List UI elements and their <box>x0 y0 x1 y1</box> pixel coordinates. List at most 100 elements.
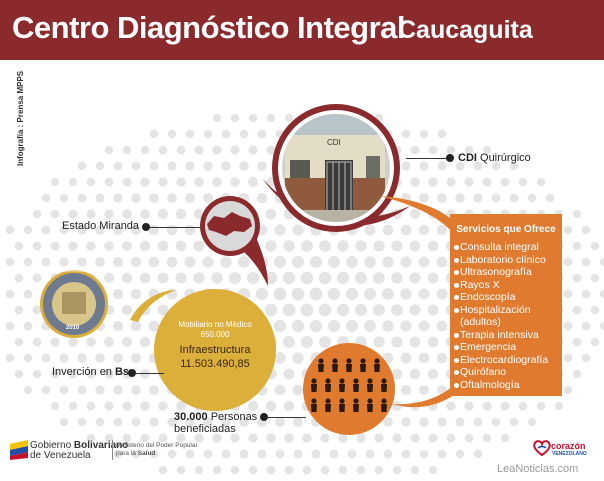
background-dot <box>410 145 420 155</box>
background-dot <box>282 271 296 285</box>
background-dot <box>419 193 429 203</box>
ministry-line2a: para la <box>116 450 138 457</box>
background-dot <box>300 271 314 285</box>
background-dot <box>319 240 331 252</box>
background-dot <box>264 303 278 317</box>
background-dot <box>77 225 87 235</box>
background-dot <box>274 224 286 236</box>
seal-ring-text: REPÚBLICA BOLIVARIANA DE VENEZUELA <box>30 268 122 273</box>
background-dot <box>50 241 60 251</box>
background-dot <box>176 145 186 155</box>
background-dot <box>427 272 439 284</box>
investment-caption: Inverción en Bs <box>52 366 129 378</box>
list-item-continuation: (adultos) <box>460 316 501 328</box>
gold-arc <box>130 290 176 322</box>
background-dot <box>491 417 501 427</box>
background-dot <box>301 336 313 348</box>
background-dot <box>167 129 177 139</box>
background-dot <box>185 193 195 203</box>
background-dot <box>175 240 187 252</box>
background-dot <box>446 177 456 187</box>
background-dot <box>265 208 277 220</box>
background-dot <box>131 417 141 427</box>
background-dot <box>255 287 269 301</box>
background-dot <box>309 319 323 333</box>
infrastructure-label: Infraestructura <box>179 344 251 356</box>
background-dot <box>139 272 151 284</box>
background-dot <box>50 401 60 411</box>
background-dot <box>257 161 267 171</box>
background-dot <box>77 353 87 363</box>
background-dot <box>446 145 456 155</box>
background-dot <box>419 449 429 459</box>
background-dot <box>77 161 87 171</box>
background-dot <box>221 129 231 139</box>
background-dot <box>248 177 258 187</box>
background-dot <box>427 368 439 380</box>
background-dot <box>86 401 96 411</box>
background-dot <box>122 209 132 219</box>
background-dot <box>374 465 384 475</box>
background-dot <box>356 465 366 475</box>
background-dot <box>230 113 240 123</box>
background-dot <box>527 193 537 203</box>
background-dot <box>23 385 33 395</box>
background-dot <box>248 465 258 475</box>
background-dot <box>221 417 231 427</box>
background-dot <box>104 241 114 251</box>
background-dot <box>427 304 439 316</box>
background-dot <box>104 145 114 155</box>
background-dot <box>203 161 213 171</box>
background-dot <box>291 287 305 301</box>
ministry-line1: Ministerio del Poder Popular <box>116 442 198 449</box>
background-dot <box>292 352 304 364</box>
background-dot <box>32 209 42 219</box>
beneficiaries-count: 30.000 <box>174 411 208 423</box>
background-dot <box>23 353 33 363</box>
background-dot <box>400 320 412 332</box>
background-dot <box>455 449 465 459</box>
person-icon <box>339 378 345 392</box>
background-dot <box>346 256 358 268</box>
background-dot <box>50 337 60 347</box>
furniture-label: Mobiliario no Médico <box>178 320 252 329</box>
person-icon <box>325 378 331 392</box>
background-dot <box>23 321 33 331</box>
government-logo-text: Gobierno Bolivariano de Venezuela <box>30 441 128 461</box>
background-dot <box>239 129 249 139</box>
background-dot <box>41 385 51 395</box>
background-dot <box>328 256 340 268</box>
background-dot <box>301 240 313 252</box>
background-dot <box>418 224 430 236</box>
person-icon <box>346 358 352 372</box>
background-dot <box>409 368 421 380</box>
background-dot <box>400 384 412 396</box>
background-dot <box>419 417 429 427</box>
background-dot <box>113 353 123 363</box>
background-dot <box>86 241 96 251</box>
background-dot <box>167 161 177 171</box>
background-dot <box>590 241 600 251</box>
background-dot <box>336 271 350 285</box>
background-dot <box>436 352 448 364</box>
background-dot <box>291 255 305 269</box>
background-dot <box>590 273 600 283</box>
background-dot <box>139 336 151 348</box>
background-dot <box>418 352 430 364</box>
background-dot <box>401 129 411 139</box>
background-dot <box>247 400 259 412</box>
background-dot <box>104 337 114 347</box>
background-dot <box>122 145 132 155</box>
background-dot <box>382 288 394 300</box>
background-dot <box>239 417 249 427</box>
background-dot <box>202 256 214 268</box>
background-dot <box>581 225 591 235</box>
list-item: Quirófano <box>454 366 548 379</box>
background-dot <box>563 225 573 235</box>
background-dot <box>436 320 448 332</box>
background-dot <box>373 304 385 316</box>
background-dot <box>149 417 159 427</box>
background-dot <box>391 368 403 380</box>
background-dot <box>409 336 421 348</box>
background-dot <box>302 433 312 443</box>
